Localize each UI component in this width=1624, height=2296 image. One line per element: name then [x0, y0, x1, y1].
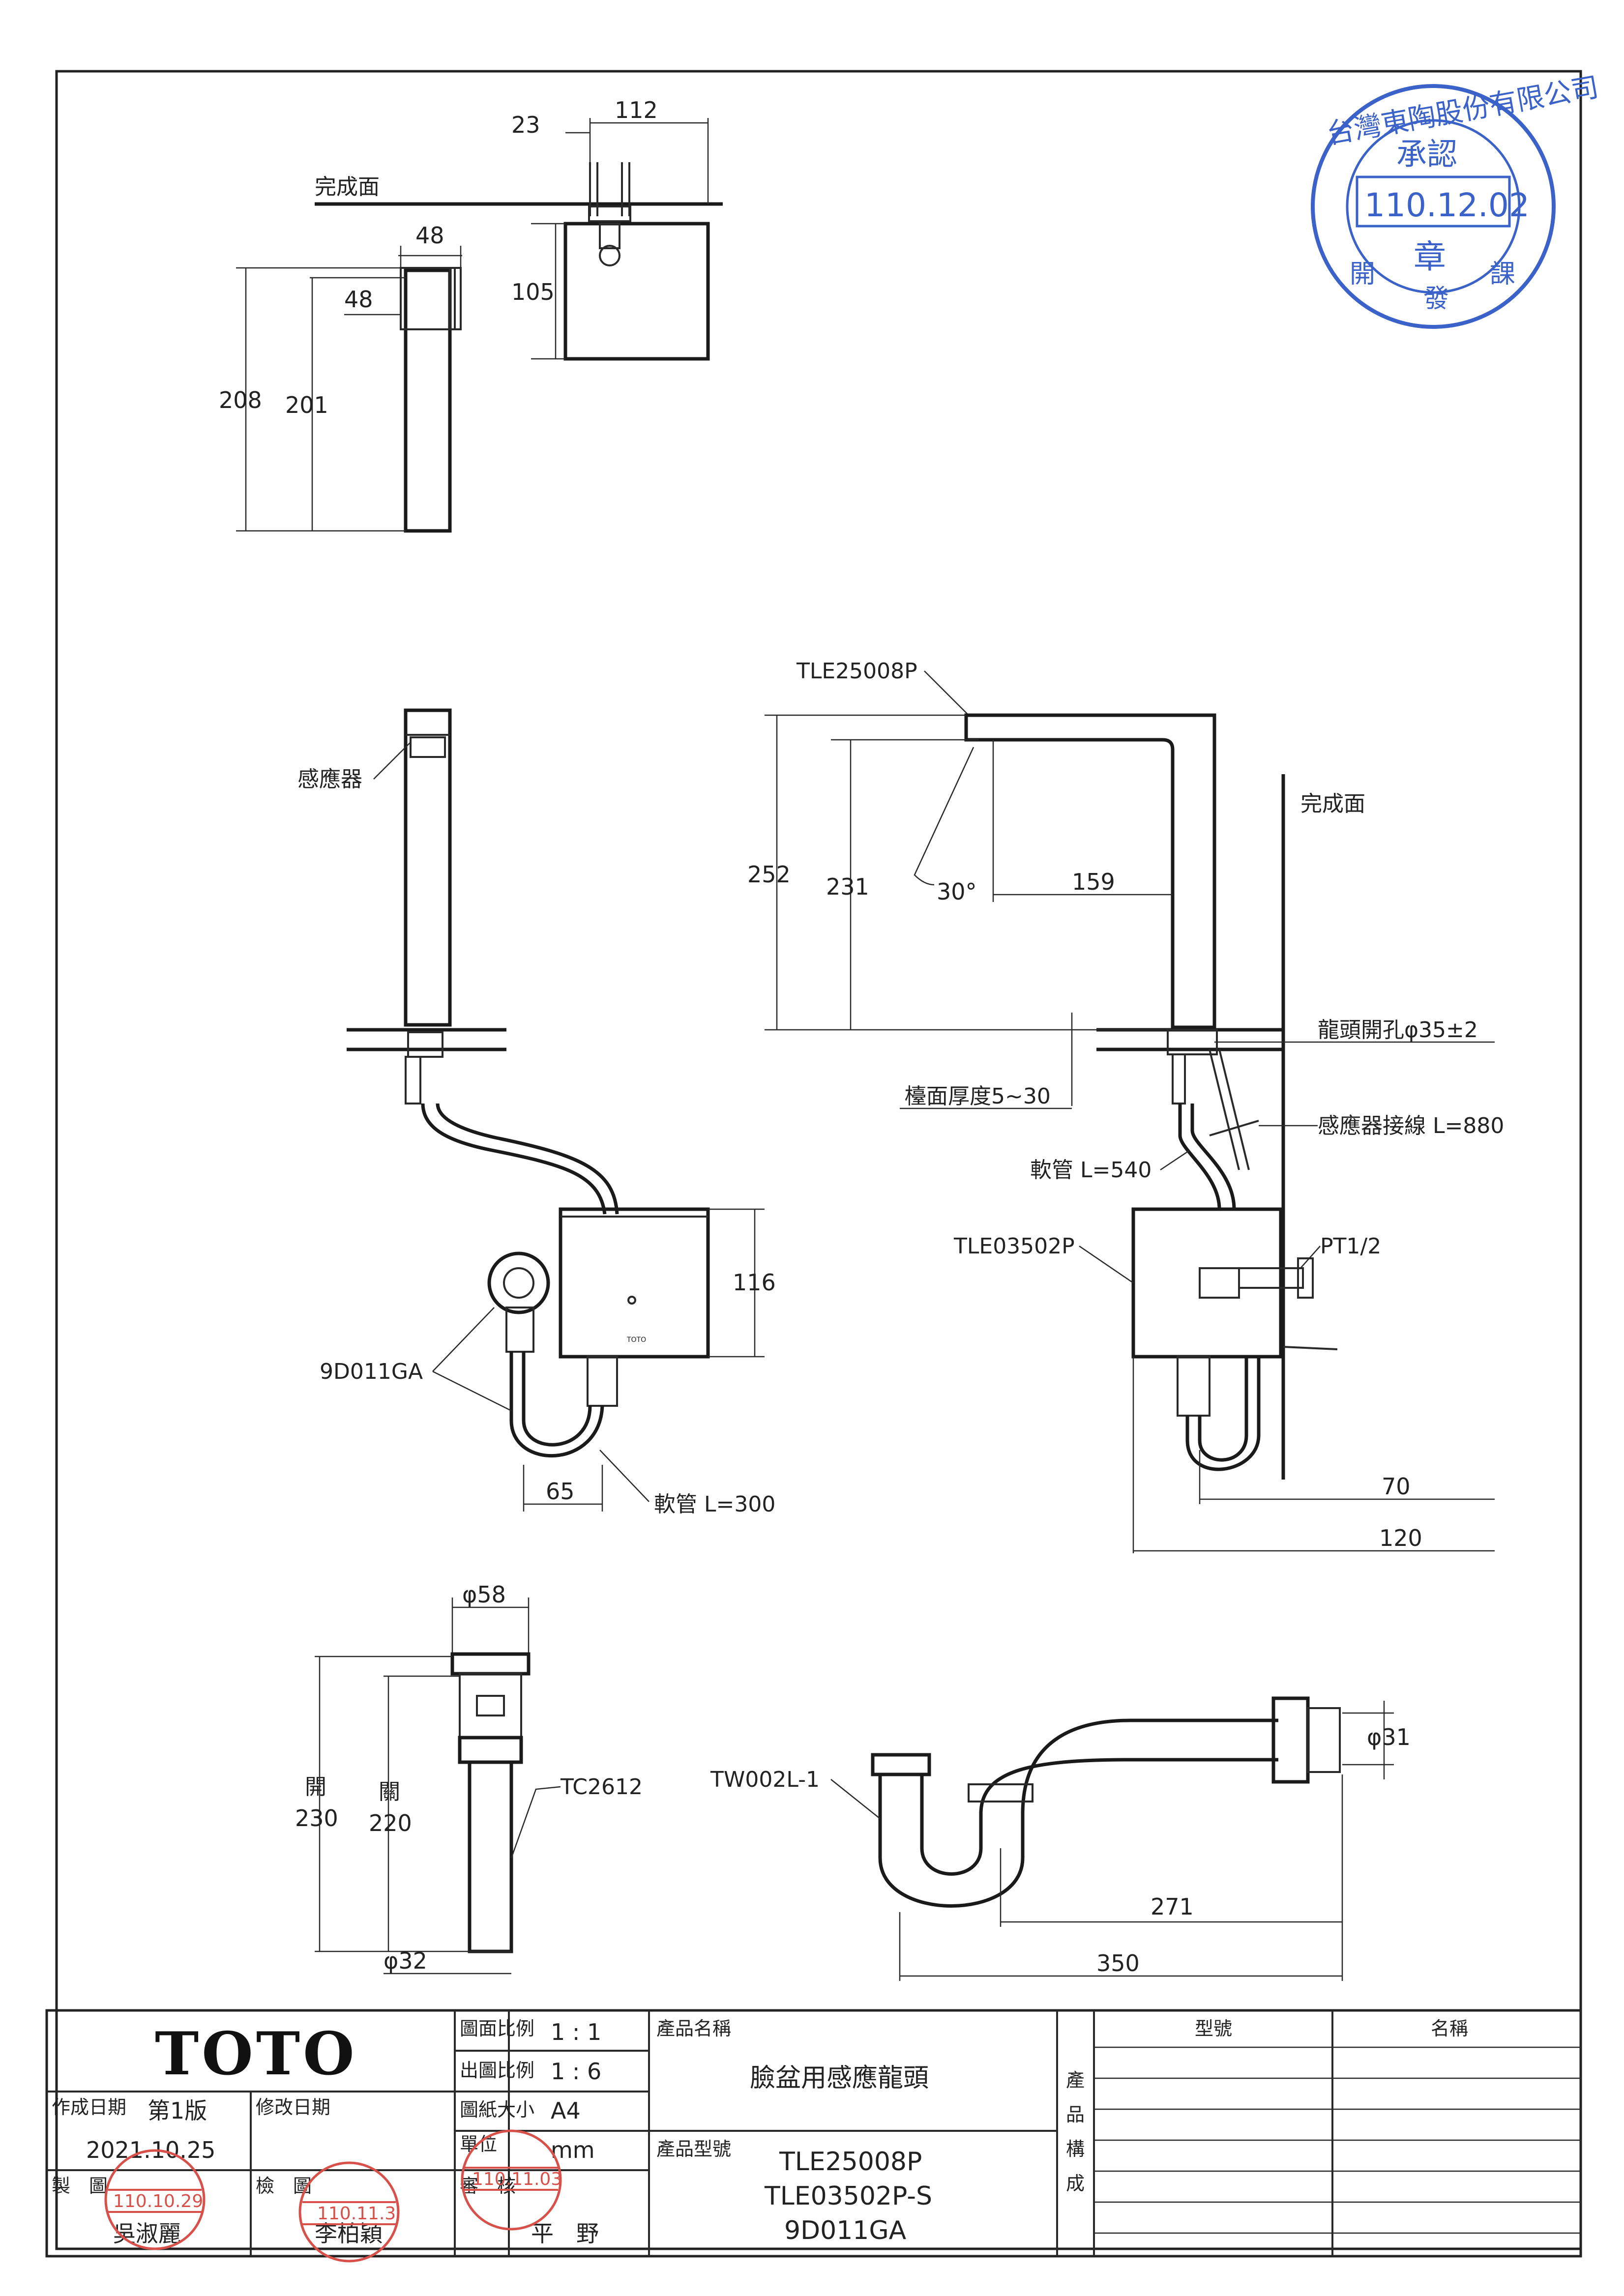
created-date-label: 作成日期 [52, 2096, 126, 2118]
model-no-header: 型號 [1195, 2018, 1232, 2039]
hole-label: 龍頭開孔φ35±2 [1318, 1017, 1478, 1043]
paper-label: 圖紙大小 [460, 2099, 534, 2121]
product-name-label: 產品名稱 [656, 2018, 731, 2039]
dim-23: 23 [511, 112, 540, 138]
dim-58: φ58 [462, 1581, 506, 1608]
scale-value: 1 : 1 [551, 2019, 601, 2045]
valve-label: 9D011GA [320, 1359, 423, 1384]
dim-116: 116 [733, 1269, 776, 1296]
stamp-date: 110.12.02 [1364, 186, 1530, 224]
trap-view: TW002L-1 φ31 271 350 [710, 1696, 1411, 1981]
finish-surface-label-2: 完成面 [1300, 791, 1365, 816]
revised-date-label: 修改日期 [256, 2096, 330, 2118]
dim-271: 271 [1151, 1893, 1194, 1920]
checked-stamp: 110.11.3 [298, 2161, 400, 2263]
dim-201: 201 [285, 392, 328, 418]
dim-70: 70 [1382, 1473, 1411, 1500]
dim-231: 231 [826, 873, 869, 900]
drawn-stamp-date: 110.10.29 [113, 2191, 203, 2211]
model-1: TLE25008P [779, 2147, 922, 2177]
stamp-seal: 章 [1414, 238, 1446, 276]
scale-label: 圖面比例 [460, 2018, 534, 2039]
composition-char-3: 構 [1066, 2138, 1085, 2160]
approval-stamp: 台灣東陶股份有限公司 承認 110.12.02 章 開 發 課 [1311, 71, 1601, 329]
composition-char-1: 產 [1066, 2069, 1085, 2091]
paper-value: A4 [551, 2097, 581, 2124]
dim-350: 350 [1096, 1950, 1140, 1976]
dim-31: φ31 [1367, 1724, 1411, 1750]
open-label: 開 [305, 1774, 326, 1800]
dim-159: 159 [1072, 869, 1115, 895]
composition-char-2: 品 [1066, 2104, 1085, 2125]
dim-252: 252 [747, 861, 791, 888]
dim-120: 120 [1379, 1525, 1422, 1551]
dim-48-mid: 48 [344, 286, 373, 313]
outer-border [45, 2009, 1582, 2258]
top-left-view: 48 48 208 201 [219, 222, 462, 533]
stamp-dept-2: 發 [1423, 284, 1449, 314]
dim-32: φ32 [384, 1947, 427, 1974]
sheet-border [55, 70, 1582, 2250]
hose-300-label: 軟管 L=300 [654, 1492, 775, 1517]
top-right-view: 完成面 23 112 105 [315, 97, 723, 361]
trap-model-label: TW002L-1 [710, 1767, 820, 1792]
angle-30: 30° [937, 878, 977, 905]
composition-char-4: 成 [1066, 2173, 1085, 2194]
hose-540-label: 軟管 L=540 [1030, 1158, 1152, 1183]
approved-stamp-date: 110.11.03 [472, 2169, 562, 2189]
drawn-by: 吳淑麗 [113, 2220, 181, 2247]
approved-label: 審 核 [460, 2175, 516, 2197]
counter-thickness-label: 檯面厚度5~30 [905, 1084, 1051, 1109]
name-header: 名稱 [1431, 2018, 1468, 2039]
title-block: TOTO 作成日期 第1版 2021.10.25 修改日期 製 圖 吳淑麗 檢 … [47, 2010, 1581, 2256]
right-assembly: TLE25008P 完成面 252 231 30° 159 龍頭開孔φ35±2 … [747, 659, 1504, 1553]
left-assembly: 感應器 TOTO 116 9D011GA 65 軟管 L=3 [297, 708, 776, 1517]
thread-label: PT1/2 [1320, 1234, 1381, 1259]
approved-stamp: 110.11.03 [461, 2129, 562, 2231]
drain-view: φ58 開 230 關 220 TC2612 φ32 [295, 1581, 643, 1975]
open-value: 230 [295, 1805, 338, 1831]
print-scale-value: 1 : 6 [551, 2058, 601, 2085]
sensor-cable-label: 感應器接線 L=880 [1318, 1113, 1504, 1138]
finish-surface-label-1: 完成面 [315, 174, 380, 200]
close-value: 220 [369, 1810, 412, 1836]
toto-logo: TOTO [155, 2019, 357, 2089]
dim-48-top: 48 [415, 222, 444, 249]
approved-by: 平 野 [531, 2220, 599, 2247]
checked-stamp-date: 110.11.3 [317, 2204, 396, 2224]
version-label: 第1版 [148, 2097, 207, 2124]
stamp-dept-3: 課 [1490, 260, 1515, 289]
dim-65: 65 [546, 1478, 575, 1505]
dim-112: 112 [615, 97, 658, 123]
faucet-model-label: TLE25008P [796, 659, 917, 684]
product-model-label: 產品型號 [656, 2138, 731, 2160]
unit-value: mm [551, 2137, 595, 2163]
drawn-label: 製 圖 [52, 2175, 108, 2197]
box-model-label: TLE03502P [953, 1234, 1075, 1259]
model-2: TLE03502P-S [764, 2181, 932, 2211]
dim-208: 208 [219, 387, 262, 413]
drawn-stamp: 110.10.29 [104, 2149, 206, 2250]
print-scale-label: 出圖比例 [460, 2060, 534, 2081]
dim-105: 105 [511, 279, 555, 305]
stamp-dept-1: 開 [1350, 260, 1375, 289]
close-label: 關 [379, 1779, 400, 1804]
drain-model-label: TC2612 [560, 1774, 643, 1800]
sensor-label: 感應器 [297, 767, 362, 792]
model-3: 9D011GA [784, 2216, 907, 2245]
box-brand: TOTO [626, 1336, 646, 1344]
product-name: 臉盆用感應龍頭 [750, 2063, 929, 2093]
stamp-approve: 承認 [1396, 136, 1457, 172]
stamp-company: 台灣東陶股份有限公司 [1325, 71, 1601, 150]
